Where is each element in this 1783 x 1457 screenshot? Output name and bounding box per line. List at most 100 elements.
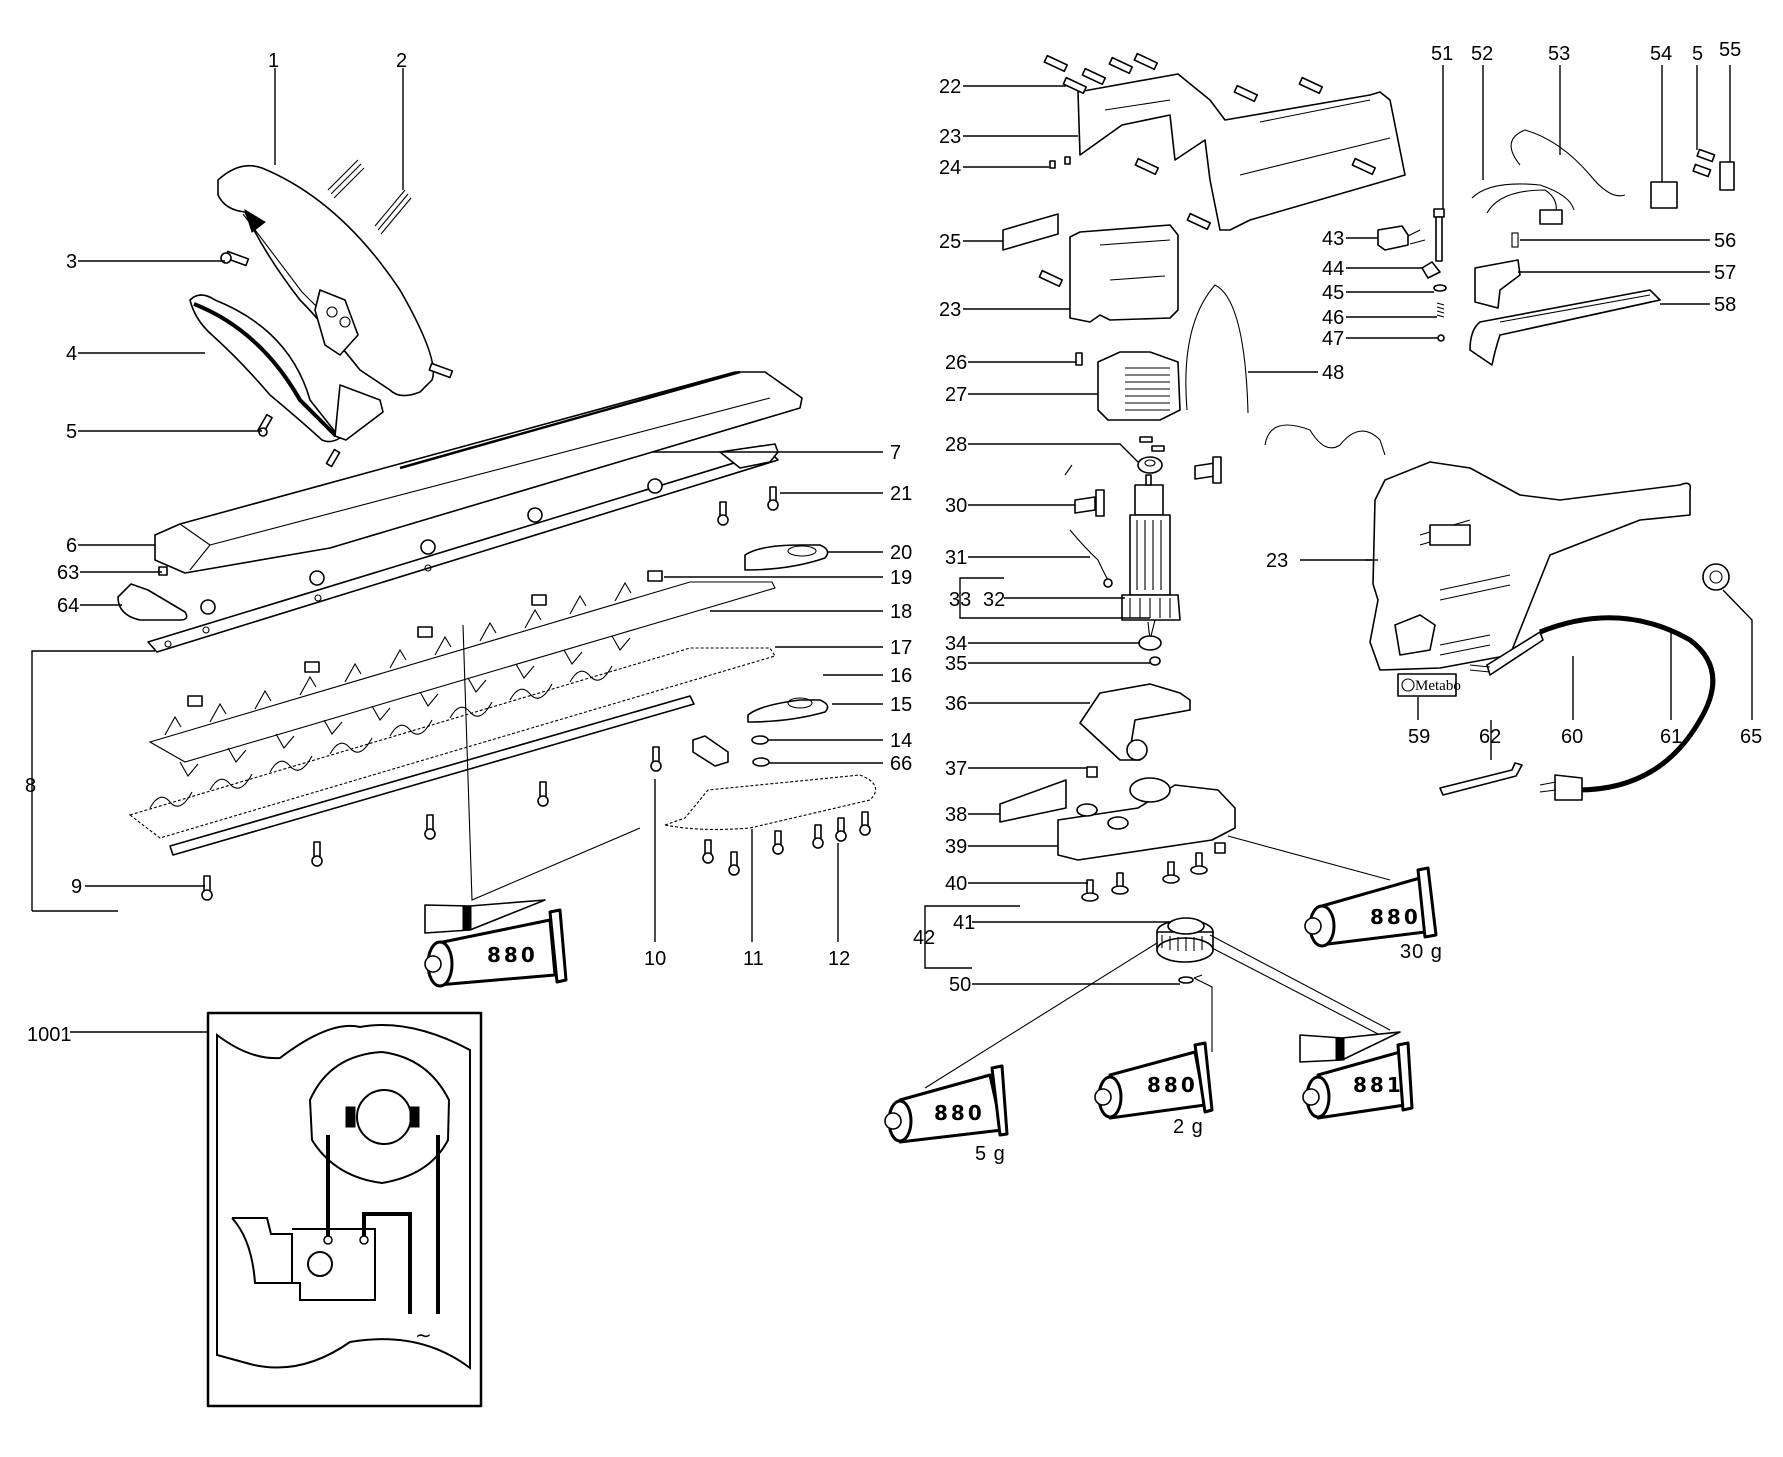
callout-21: 21 bbox=[890, 483, 912, 505]
washer-part-50 bbox=[1178, 976, 1194, 984]
callout-47: 47 bbox=[1322, 328, 1344, 350]
tube-code-label: 880 bbox=[934, 1101, 985, 1125]
callout-36: 36 bbox=[945, 693, 967, 715]
callout-14: 14 bbox=[890, 730, 912, 752]
callout-5-right: 5 bbox=[1692, 43, 1703, 65]
spring-part-2 bbox=[327, 159, 412, 235]
eccentric-plate-part-15 bbox=[747, 697, 829, 723]
callout-23-top: 23 bbox=[939, 126, 961, 148]
cover-plate-part-11 bbox=[662, 774, 877, 830]
tube-code-label: 880 bbox=[1147, 1073, 1198, 1097]
lubricant-tube-gear-2g: 880 2 g bbox=[1094, 974, 1214, 1138]
callout-66: 66 bbox=[890, 753, 912, 775]
tube-code-label: 880 bbox=[1370, 905, 1421, 929]
tube-weight-label: 30 g bbox=[1400, 941, 1443, 963]
pin-part-26 bbox=[1075, 352, 1083, 366]
callout-59: 59 bbox=[1408, 726, 1430, 748]
bracket-part-10 bbox=[692, 735, 729, 767]
armature-part-32 bbox=[1121, 474, 1181, 641]
callout-56: 56 bbox=[1714, 230, 1736, 252]
eccentric-plate-part-20 bbox=[744, 544, 829, 571]
washer-part-63 bbox=[158, 566, 168, 576]
spacer-part-64 bbox=[117, 583, 188, 621]
screws-part-40 bbox=[1081, 852, 1208, 902]
washer-part-45 bbox=[1433, 284, 1447, 292]
trigger-part-57 bbox=[1474, 259, 1521, 309]
screw-handle-right bbox=[428, 362, 454, 379]
brand-label-text: Metabo bbox=[1415, 678, 1461, 694]
lubricant-tube-gearbox-30g: 880 30 g bbox=[1227, 835, 1443, 963]
label-part-25 bbox=[1002, 213, 1059, 251]
brush-icon bbox=[424, 899, 546, 934]
lubricant-tube-gear-881: 881 bbox=[1209, 934, 1414, 1120]
callout-33: 33 bbox=[949, 589, 971, 611]
callout-42: 42 bbox=[913, 927, 935, 949]
callout-17: 17 bbox=[890, 637, 912, 659]
label-part-38 bbox=[999, 779, 1067, 823]
cable-sleeve-part-60 bbox=[1469, 631, 1544, 676]
callout-6: 6 bbox=[66, 535, 77, 557]
pins-part-24 bbox=[1049, 156, 1071, 169]
gearbox-part-39 bbox=[1057, 777, 1236, 861]
screw-part-3 bbox=[220, 250, 250, 267]
screws-part-12 bbox=[702, 811, 871, 876]
callout-35: 35 bbox=[945, 653, 967, 675]
tube-weight-label: 2 g bbox=[1173, 1116, 1204, 1138]
lubricant-tube-gear-5g: 880 5 g bbox=[884, 942, 1158, 1165]
field-coil-part-27 bbox=[1097, 351, 1181, 421]
callout-55: 55 bbox=[1719, 39, 1741, 61]
callout-31: 31 bbox=[945, 547, 967, 569]
screws-part-22 bbox=[1038, 52, 1377, 288]
callout-34: 34 bbox=[945, 633, 967, 655]
callout-65: 65 bbox=[1740, 726, 1762, 748]
callout-1001: 1001 bbox=[27, 1024, 72, 1046]
grommet-part-65 bbox=[1702, 563, 1730, 591]
ac-symbol: ∼ bbox=[415, 1325, 432, 1347]
lever-part-44 bbox=[1421, 261, 1441, 279]
callout-46: 46 bbox=[1322, 307, 1344, 329]
brush-holder-icon bbox=[308, 1050, 451, 1185]
housing-half-part-23b bbox=[1069, 224, 1179, 323]
washer-part-35 bbox=[1149, 656, 1161, 666]
housing-half-part-23a bbox=[1077, 73, 1406, 231]
callout-52: 52 bbox=[1471, 43, 1493, 65]
bearing-part-28 bbox=[1137, 456, 1163, 474]
carbon-brushes bbox=[1139, 436, 1165, 452]
tube-code-label: 881 bbox=[1353, 1073, 1404, 1097]
bolt-part-51 bbox=[1433, 208, 1445, 262]
callout-23-mid: 23 bbox=[939, 299, 961, 321]
terminal-block-part-54 bbox=[1650, 181, 1678, 209]
brand-label-part-59: Metabo bbox=[1397, 673, 1461, 697]
callout-62: 62 bbox=[1479, 726, 1501, 748]
tube-code-label: 880 bbox=[487, 943, 538, 967]
pin-part-47 bbox=[1437, 334, 1445, 342]
screws-part-9 bbox=[201, 746, 662, 901]
motor-housing-part-23c bbox=[1369, 461, 1692, 671]
callout-15: 15 bbox=[890, 694, 912, 716]
callout-44: 44 bbox=[1322, 258, 1344, 280]
allen-key-part-62 bbox=[1439, 762, 1523, 796]
nut-part-37 bbox=[1086, 766, 1098, 778]
callout-7: 7 bbox=[890, 442, 901, 464]
callout-32: 32 bbox=[983, 589, 1005, 611]
washer-part-14 bbox=[751, 735, 769, 745]
callout-2: 2 bbox=[396, 50, 407, 72]
callout-45: 45 bbox=[1322, 282, 1344, 304]
screws-part-21 bbox=[717, 486, 779, 526]
callout-58: 58 bbox=[1714, 294, 1736, 316]
callout-28: 28 bbox=[945, 434, 967, 456]
wire-part-53 bbox=[1510, 129, 1626, 197]
callout-8: 8 bbox=[25, 775, 36, 797]
callout-40: 40 bbox=[945, 873, 967, 895]
clamp-part-55 bbox=[1719, 161, 1735, 191]
support-bar-part-7 bbox=[147, 443, 779, 653]
screw-part-5a bbox=[257, 413, 273, 437]
bumper-grip-part-4 bbox=[189, 294, 384, 443]
washer-part-66 bbox=[752, 757, 770, 767]
callout-12: 12 bbox=[828, 948, 850, 970]
callout-9: 9 bbox=[71, 876, 82, 898]
callout-1: 1 bbox=[268, 50, 279, 72]
nut-gearbox bbox=[1214, 842, 1226, 854]
nuts bbox=[200, 478, 663, 615]
callout-38: 38 bbox=[945, 804, 967, 826]
